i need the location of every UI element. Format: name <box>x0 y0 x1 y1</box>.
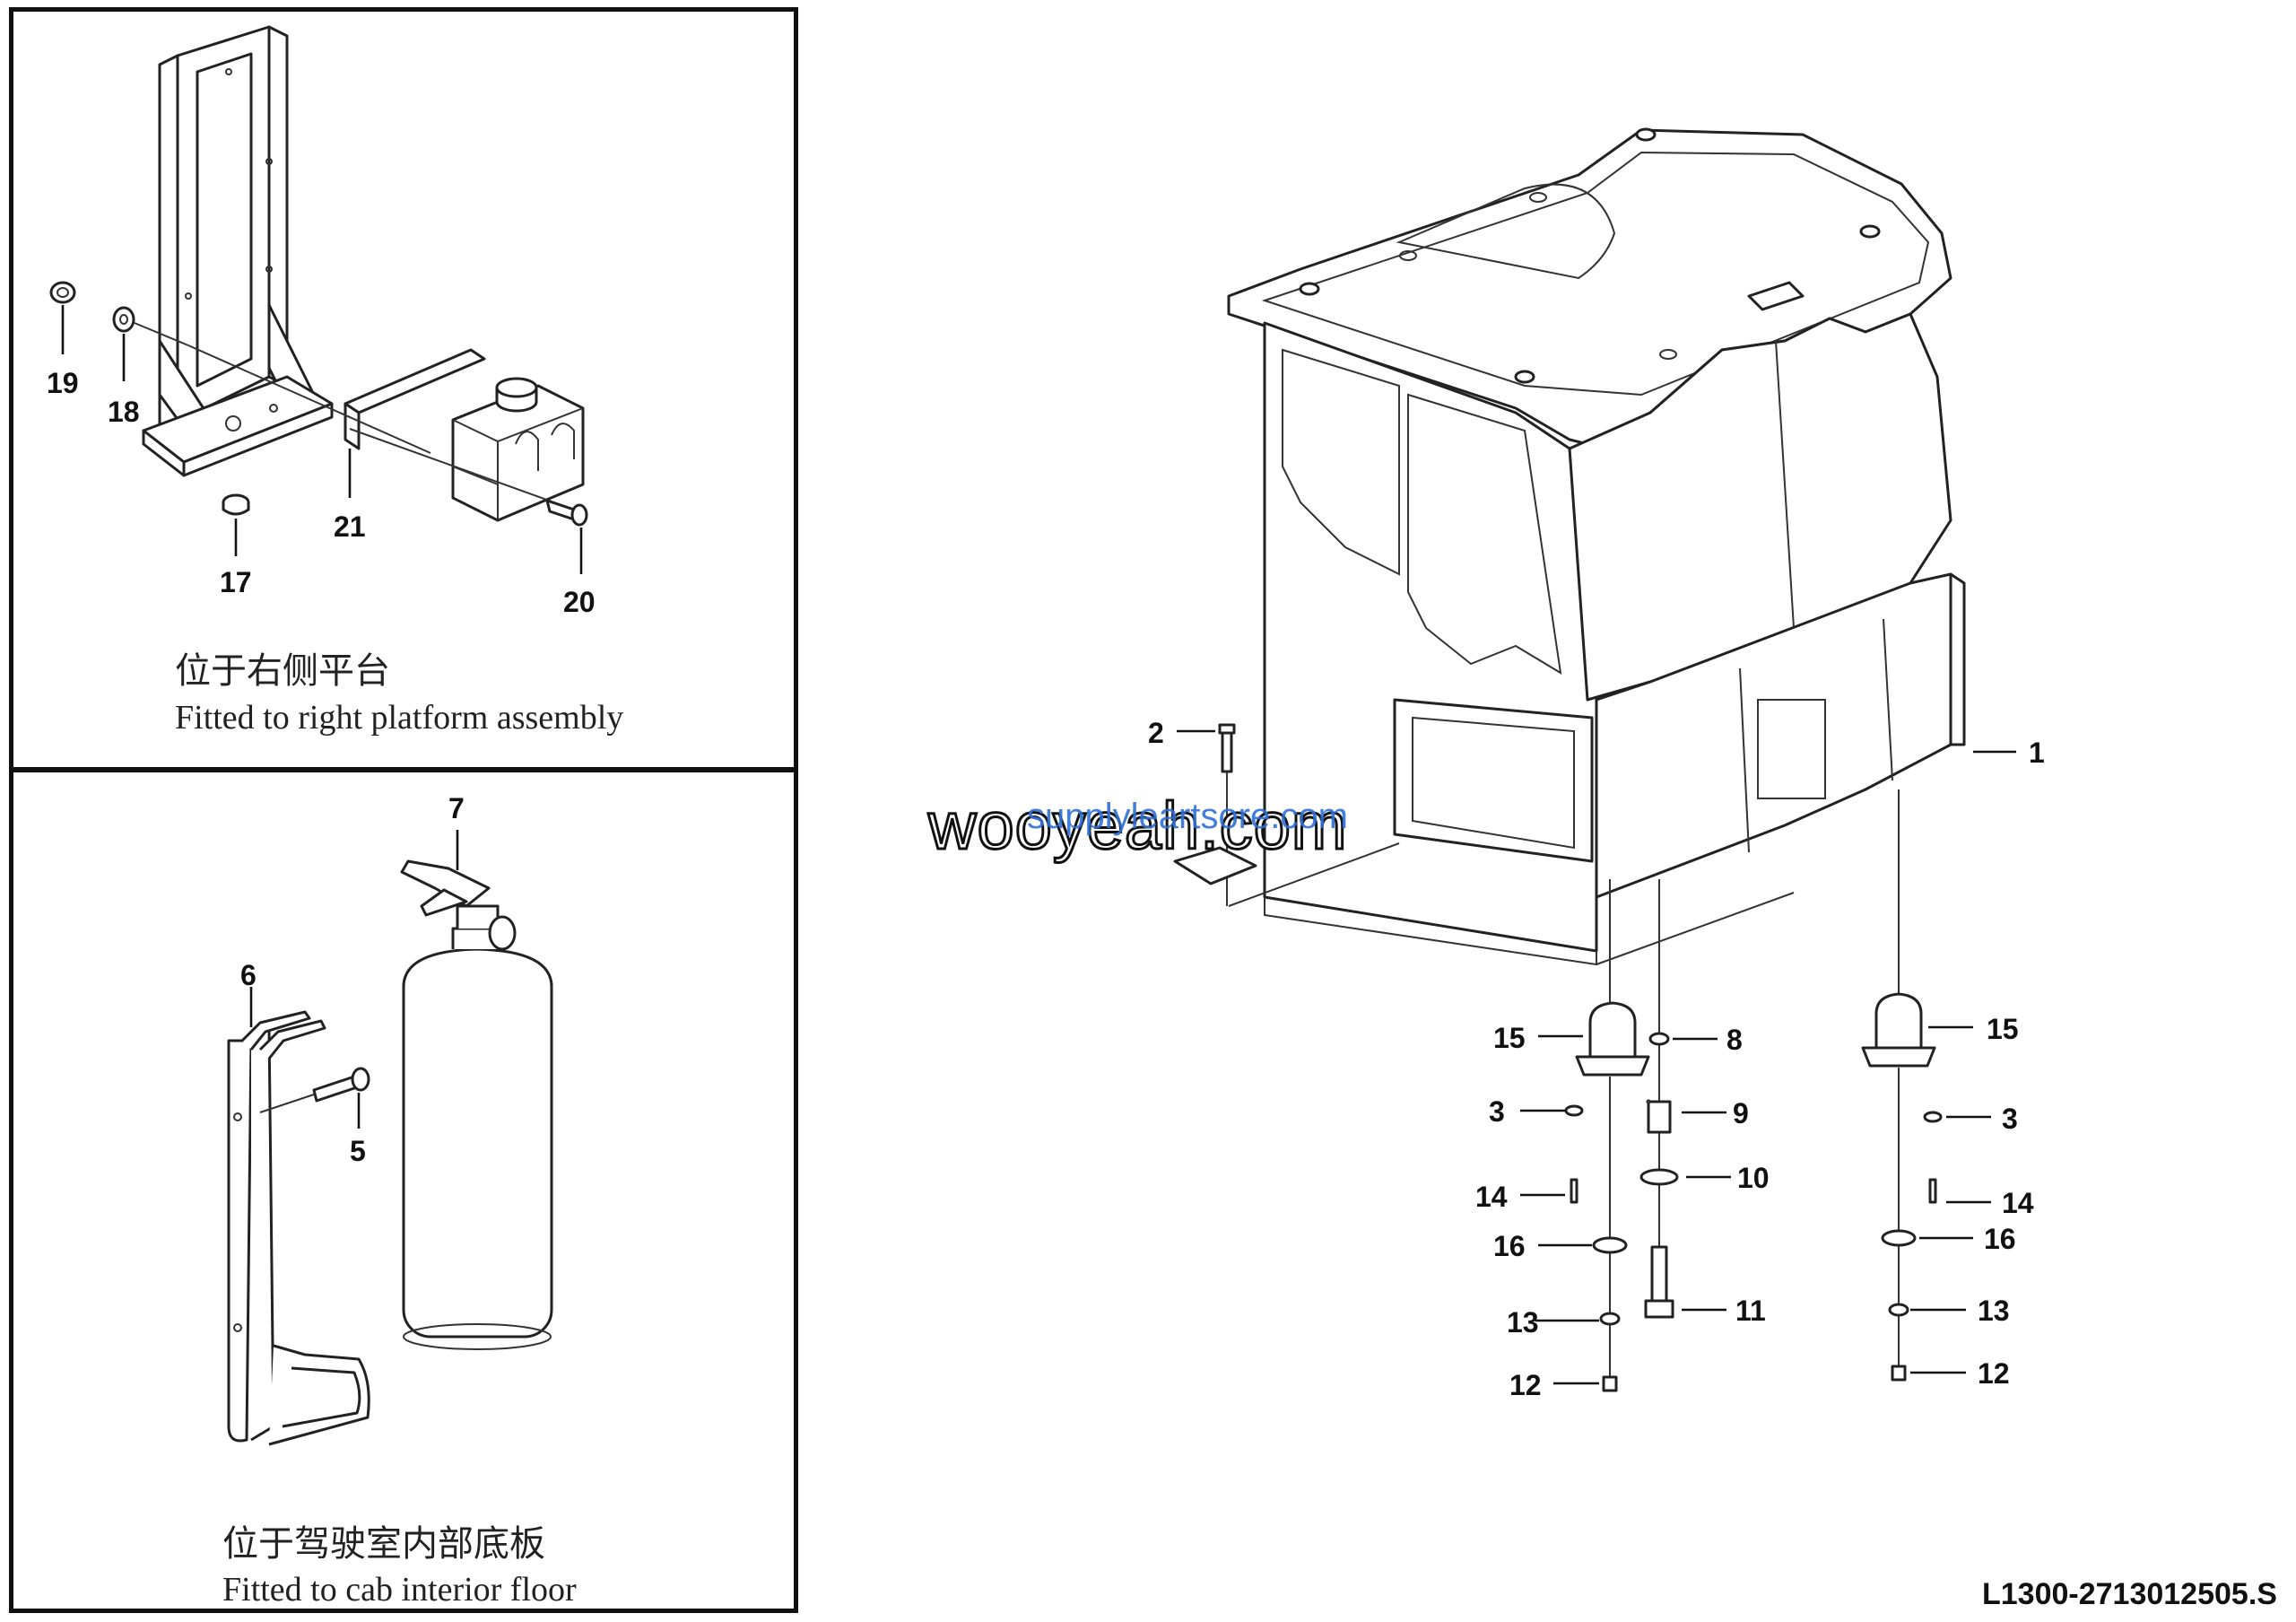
callout-18: 18 <box>108 396 140 428</box>
callout-14-right: 14 <box>2002 1187 2034 1219</box>
center-mount-stack <box>1639 879 1679 1319</box>
callout-8: 8 <box>1726 1024 1743 1056</box>
callout-5: 5 <box>350 1135 366 1167</box>
nut-17 <box>222 493 250 516</box>
washer-18 <box>112 306 189 346</box>
tank-20 <box>451 377 585 522</box>
caption-cab-floor-en: Fitted to cab interior floor <box>222 1571 577 1609</box>
drawing-code: L1300-2713012505.S <box>1982 1577 2277 1611</box>
callout-7: 7 <box>448 792 465 824</box>
callout-11: 11 <box>1735 1295 1766 1327</box>
callout-1: 1 <box>2029 737 2045 769</box>
callout-15-right: 15 <box>1987 1013 2019 1045</box>
left-mount-stack <box>1564 879 1650 1392</box>
callout-2: 2 <box>1148 717 1164 749</box>
callout-12-right: 12 <box>1978 1357 2010 1390</box>
callout-15-left: 15 <box>1493 1022 1526 1054</box>
caption-right-platform-cn: 位于右侧平台 <box>175 650 390 692</box>
callout-14-left: 14 <box>1475 1181 1508 1213</box>
extinguisher-7 <box>400 859 553 1350</box>
callout-9: 9 <box>1733 1097 1749 1129</box>
callout-3-left: 3 <box>1489 1095 1505 1128</box>
callout-6: 6 <box>240 959 257 991</box>
callout-16-left: 16 <box>1493 1230 1526 1262</box>
bolt-2-and-pad <box>1173 723 1400 907</box>
callout-21: 21 <box>334 510 366 543</box>
right-mount-stack <box>1861 789 1943 1382</box>
bracket-6 <box>227 1010 370 1446</box>
callout-13-left: 13 <box>1507 1306 1539 1339</box>
callout-19: 19 <box>47 367 79 399</box>
callout-13-right: 13 <box>1978 1295 2010 1327</box>
bracket-assembly <box>142 25 334 477</box>
callout-10: 10 <box>1737 1162 1770 1194</box>
callout-3-right: 3 <box>2002 1103 2018 1135</box>
watermark-main: wooyeah.com <box>927 788 1349 865</box>
callout-20: 20 <box>563 586 596 618</box>
caption-cab-floor-cn: 位于驾驶室内部底板 <box>222 1523 545 1565</box>
mounting-plate-21 <box>344 348 486 450</box>
bolt-20 <box>349 428 588 527</box>
watermark-overlay: supplyleartsore.com <box>1027 797 1348 836</box>
callout-16-right: 16 <box>1984 1223 2016 1255</box>
bolt-5 <box>259 1067 370 1113</box>
callout-12-left: 12 <box>1509 1369 1542 1401</box>
cab-1 <box>1227 127 1966 966</box>
caption-right-platform-en: Fitted to right platform assembly <box>175 699 624 737</box>
nut-19 <box>49 281 76 304</box>
callout-17: 17 <box>220 566 252 598</box>
